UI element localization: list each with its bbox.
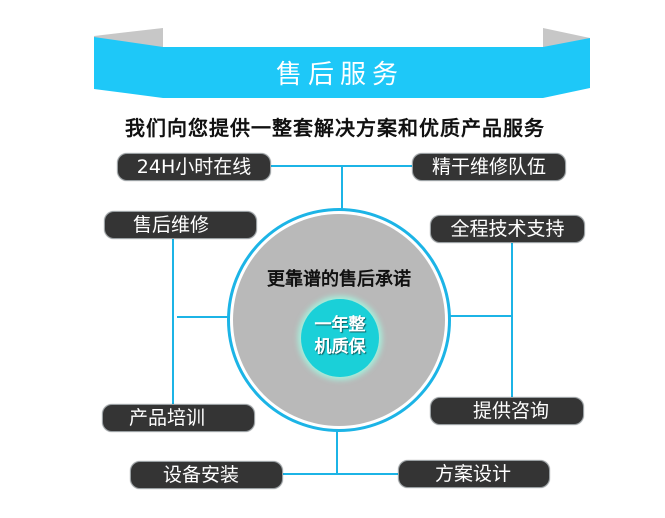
connector-top-vertical [341,166,343,210]
subtitle: 我们向您提供一整套解决方案和优质产品服务 [125,116,545,140]
promise-heading: 更靠谱的售后承诺 [267,269,411,290]
warranty-line-1: 一年整 [314,315,366,335]
service-repair-team: 精干维修队伍 [412,153,566,181]
connector-right-vertical [511,243,513,398]
banner-band [163,47,543,98]
connector-right-horizontal [448,315,512,317]
banner-left-flap [94,37,163,98]
connector-left-vertical [172,239,174,405]
service-tech-support: 全程技术支持 [430,215,585,243]
banner-ribbon [94,28,590,98]
service-solution-design: 方案设计 [398,460,550,488]
connector-left-horizontal [177,316,229,318]
service-after-sales-repair: 售后维修 [104,211,257,239]
connector-bottom-horizontal [283,473,399,475]
service-product-training: 产品培训 [102,404,255,432]
warranty-line-2: 机质保 [314,337,366,357]
banner-right-flap [543,38,590,98]
service-consulting: 提供咨询 [430,397,584,425]
service-24h-online: 24H小时在线 [117,153,271,181]
warranty-badge [301,299,379,377]
service-installation: 设备安装 [130,461,283,489]
banner-title: 售后服务 [275,60,404,90]
connector-bottom-vertical [336,431,338,475]
warranty-badge-text: 一年整 机质保 [301,314,379,358]
